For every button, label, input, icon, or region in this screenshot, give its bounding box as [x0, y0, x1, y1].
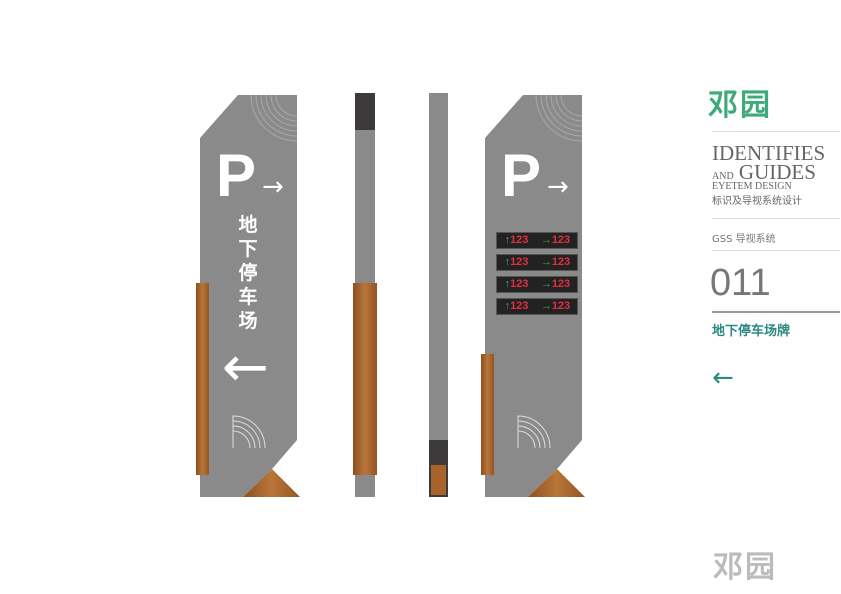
divider	[712, 250, 840, 251]
divider	[712, 131, 840, 132]
led-row: ↑123→123	[496, 276, 578, 293]
title-identifies: IDENTIFIES	[712, 141, 826, 165]
item-name: 地下停车场牌	[712, 324, 791, 339]
led-sign: P →	[481, 94, 585, 497]
svg-text:←: ←	[222, 335, 269, 400]
page-number: 011	[710, 262, 771, 304]
small-arc-logo	[232, 415, 266, 449]
arc-pattern	[250, 94, 298, 142]
led-row: ↑123→123	[496, 254, 578, 271]
back-arrow-icon[interactable]: ←	[712, 363, 734, 393]
watermark-logo: 邓园	[713, 550, 777, 585]
brand-logo: 邓园	[708, 88, 772, 123]
sign-vertical-text: 地下停车场	[238, 214, 258, 332]
led-row: ↑123→123	[496, 232, 578, 249]
svg-text:→: →	[547, 172, 569, 202]
subtitle-cn: 标识及导视系统设计	[712, 196, 802, 207]
system-label: GSS 导视系统	[712, 234, 776, 245]
svg-text:P: P	[216, 142, 256, 209]
front-sign: P → ←	[196, 94, 300, 497]
title-guides: AND GUIDES	[712, 160, 816, 184]
svg-text:→: →	[262, 172, 284, 202]
divider	[712, 218, 840, 219]
back-view-pole	[429, 93, 448, 497]
divider	[712, 311, 840, 313]
led-row: ↑123→123	[496, 298, 578, 315]
subtitle-en: EYETEM DESIGN	[712, 181, 792, 192]
svg-text:P: P	[501, 142, 541, 209]
side-view-pole	[353, 93, 377, 497]
